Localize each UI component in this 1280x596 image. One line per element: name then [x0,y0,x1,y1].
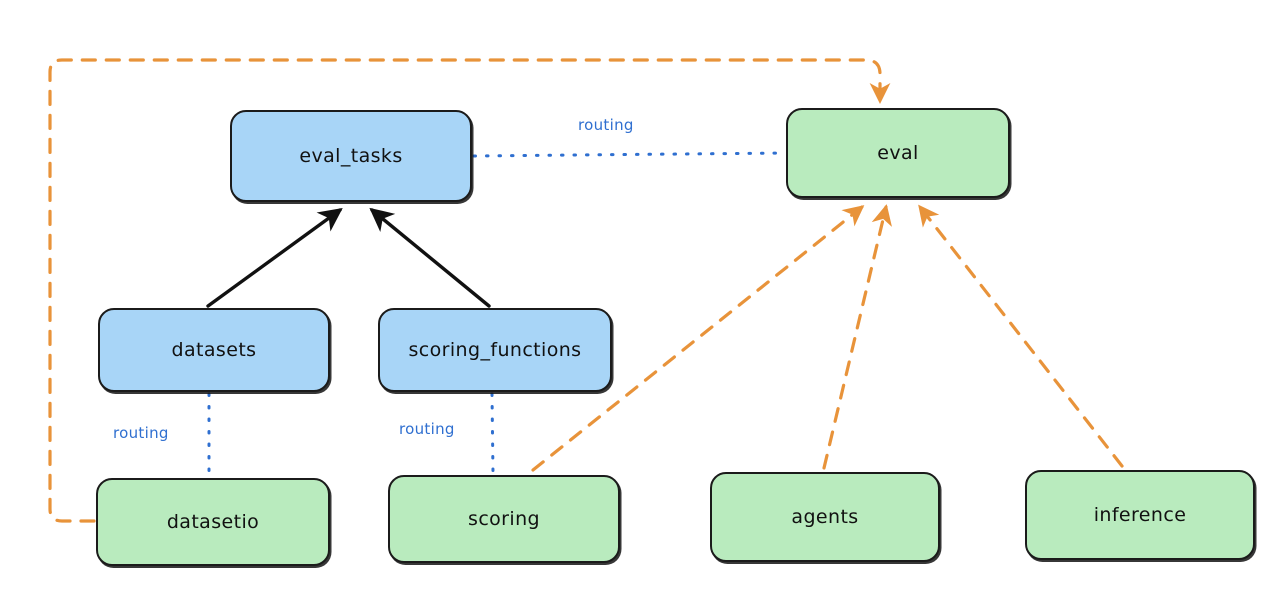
node-inference[interactable]: inference [1025,470,1255,560]
node-datasets[interactable]: datasets [98,308,330,392]
edge-eval-tasks-to-eval [472,151,786,158]
edge-datasetio-to-eval [48,58,891,523]
edge-label-routing-eval-tasks-eval: routing [578,116,634,134]
node-eval-tasks[interactable]: eval_tasks [230,110,472,202]
node-agents[interactable]: agents [710,472,940,562]
node-eval[interactable]: eval [786,108,1010,198]
edge-label-routing-scoring-functions-scoring: routing [399,420,455,438]
edge-scoring-functions-to-scoring [490,392,495,475]
node-label-scoring-functions: scoring_functions [408,338,582,361]
edge-inference-to-eval [918,204,1124,468]
node-label-eval-tasks: eval_tasks [299,144,403,167]
edge-agents-to-eval [822,204,892,470]
edge-label-routing-datasets-datasetio: routing [113,424,169,442]
node-label-eval: eval [877,141,919,164]
node-datasetio[interactable]: datasetio [96,478,330,566]
node-label-agents: agents [791,505,859,528]
node-label-datasetio: datasetio [166,510,260,533]
node-label-scoring: scoring [468,507,540,530]
node-label-inference: inference [1093,503,1187,526]
node-scoring[interactable]: scoring [388,475,620,563]
edge-scoring-functions-to-eval-tasks [369,207,491,308]
edge-datasets-to-eval-tasks [206,208,343,308]
node-label-datasets: datasets [171,338,257,361]
node-scoring-functions[interactable]: scoring_functions [378,308,612,392]
